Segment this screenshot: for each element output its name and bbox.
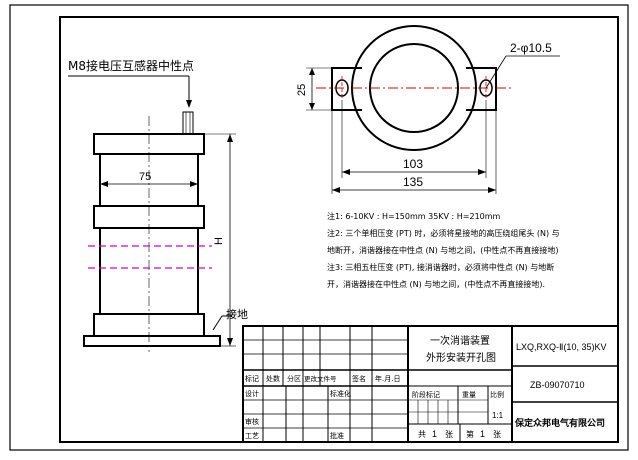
sign-approve: 批准 <box>330 431 344 440</box>
rev-header-zone: 分区 <box>287 374 301 383</box>
sign-standard: 标准化 <box>330 389 351 398</box>
ground-label: 接地 <box>226 308 248 321</box>
company-name: 保定众邦电气有限公司 <box>514 417 605 429</box>
sheet-total-label: 共 <box>418 430 426 439</box>
note-line-2: 注2: 三个单相压变 (PT) 时，必须将星接地的高压绕组尾头 (N) 与 <box>327 228 560 238</box>
sign-design: 设计 <box>245 389 259 398</box>
rev-header-doc: 更改文件号 <box>304 374 337 383</box>
sheet-no-value: 1 <box>480 429 485 439</box>
dim-103-label: 103 <box>403 157 423 171</box>
stage-header-scale: 比例 <box>490 390 504 399</box>
drawing-title-line2: 外形安装开孔图 <box>426 351 496 364</box>
sign-process: 工艺 <box>245 432 259 440</box>
hole-spec-label: 2-φ10.5 <box>510 41 552 55</box>
mounting-foot <box>83 335 221 347</box>
rev-header-mark: 标记 <box>245 374 259 383</box>
callout-label: M8接电压互感器中性点 <box>68 58 194 73</box>
note-line-4: 注3: 三相五柱压变 (PT), 接消谐器时，必须将中性点 (N) 与地断 <box>327 262 554 272</box>
sheet-no-unit: 张 <box>493 430 501 439</box>
outer-frame <box>9 4 629 451</box>
dim-25-label: 25 <box>296 84 308 96</box>
note-line-1: 注1: 6-10KV : H=150mm 35KV : H=210mm <box>327 211 501 221</box>
drawing-title-line1: 一次消谐装置 <box>430 334 490 347</box>
sheet-total-value: 1 <box>432 429 437 439</box>
rev-header-sign: 签名 <box>352 374 366 383</box>
stage-header-weight: 重量 <box>462 391 476 399</box>
note-line-5: 开，消谐器接在中性点 (N) 与地之间，(中性点不再直接接地). <box>327 279 545 289</box>
sign-review: 审核 <box>245 417 259 426</box>
rev-header-date: 年.月.日 <box>375 374 400 383</box>
dim-h-label: H <box>213 237 225 245</box>
mounting-view: 2-φ10.5 25 103 135 <box>296 25 560 194</box>
scale-value: 1:1 <box>492 411 504 420</box>
technical-notes: 注1: 6-10KV : H=150mm 35KV : H=210mm 注2: … <box>327 211 560 289</box>
rev-header-count: 处数 <box>266 374 280 383</box>
side-view: M8接电压互感器中性点 75 <box>68 58 248 352</box>
model-number: LXQ,RXQ-Ⅱ(10, 35)KV <box>516 342 606 352</box>
sheet-no-label: 第 <box>466 429 474 439</box>
callout-arrow <box>186 100 192 108</box>
stage-header-mark: 阶段标记 <box>412 390 440 399</box>
drawing-number: ZB-09070710 <box>530 380 585 390</box>
terminal-bolt <box>182 111 194 135</box>
note-line-3: 地断开，消谐器接在中性点 (N) 与地之间，(中性点不再直接接地) <box>327 245 559 255</box>
dim-135-label: 135 <box>403 175 423 189</box>
dim-75-label: 75 <box>139 171 151 183</box>
title-block: 标记 处数 分区 更改文件号 签名 年.月.日 设计 标准化 审核 工艺 批准 … <box>242 325 619 443</box>
sheet-total-unit: 张 <box>445 430 453 439</box>
